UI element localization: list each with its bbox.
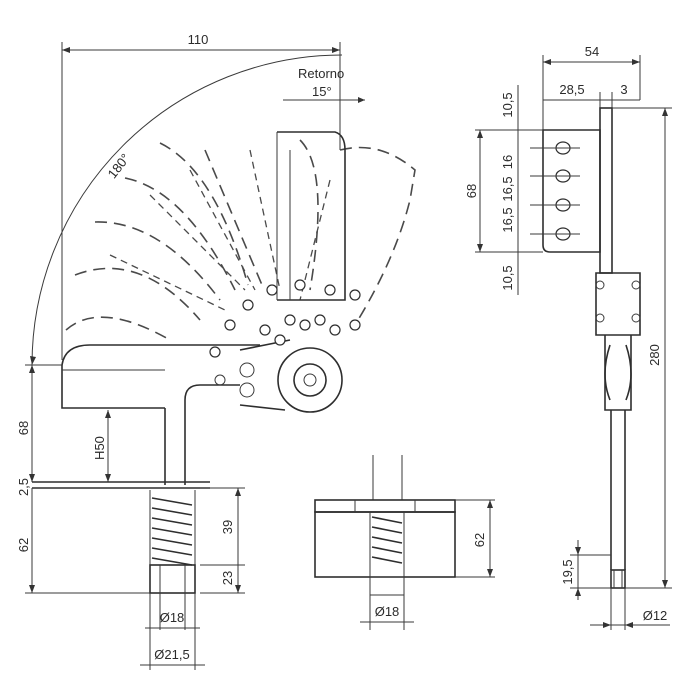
dim-dia-18-side: Ø18 [160, 610, 185, 625]
dim-68-end: 68 [464, 184, 479, 198]
dim-19-5: 19,5 [560, 559, 575, 584]
end-view: 54 28,5 3 68 10,5 16,5 16,5 16 10,5 [464, 44, 672, 630]
dim-dia-12: Ø12 [643, 608, 668, 623]
dim-16-5-b: 16,5 [500, 176, 515, 201]
dim-16-5-a: 16,5 [500, 207, 515, 232]
dim-62-front: 62 [472, 533, 487, 547]
dim-10-5-bottom: 10,5 [500, 265, 515, 290]
dim-180-degrees: 180° [105, 151, 133, 181]
dim-3: 3 [620, 82, 627, 97]
dim-54: 54 [585, 44, 599, 59]
dim-68-side: 68 [16, 421, 31, 435]
dim-dia-21-5: Ø21,5 [154, 647, 189, 662]
label-retorno: Retorno [298, 66, 344, 81]
dim-110: 110 [188, 32, 209, 47]
dim-dia-18-front: Ø18 [375, 604, 400, 619]
side-view: 110 Retorno 15° 180° [16, 32, 416, 670]
front-view: Ø18 62 [314, 455, 495, 630]
dim-2-5: 2,5 [16, 478, 31, 496]
dim-280: 280 [647, 344, 662, 366]
dim-10-5-top: 10,5 [500, 92, 515, 117]
dim-15-degrees: 15° [312, 84, 332, 99]
dim-23: 23 [220, 571, 235, 585]
dim-39: 39 [220, 520, 235, 534]
dim-28-5: 28,5 [559, 82, 584, 97]
dim-h50: H50 [92, 436, 107, 460]
dim-62-side: 62 [16, 538, 31, 552]
dim-16: 16 [500, 155, 515, 169]
